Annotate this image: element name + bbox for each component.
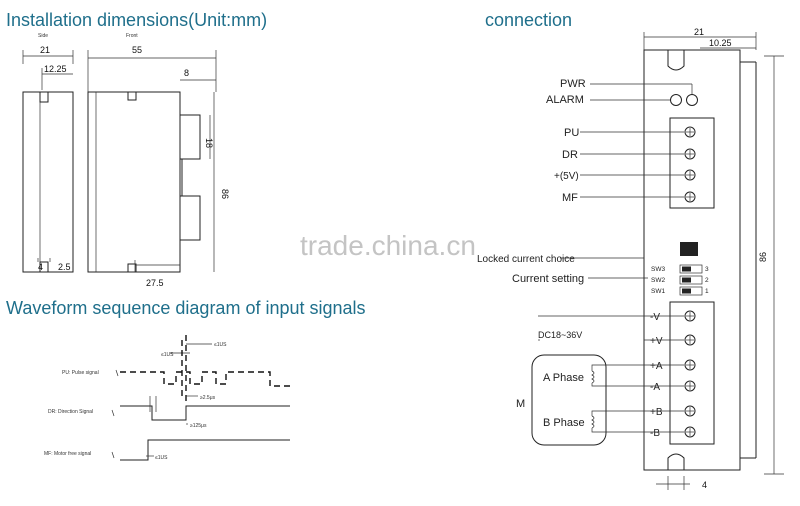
motor-m-label: M: [516, 398, 525, 410]
front-height-dim: 86: [220, 189, 230, 199]
front-height-mid-dim: 18: [204, 138, 214, 148]
t1-label: ≤1US: [214, 342, 227, 348]
current-setting-label: Current setting: [512, 273, 584, 285]
minus-v-label: -V: [650, 312, 660, 323]
waveform-heading: Waveform sequence diagram of input signa…: [6, 298, 366, 318]
conn-bottom-dim: 4: [702, 480, 707, 490]
front-width-dim: 55: [132, 45, 142, 55]
signal-terminal-block: [669, 117, 715, 209]
side-view: Side 21 12.25 4 2.5: [22, 33, 74, 273]
plus-a-label: +A: [650, 361, 663, 372]
lock-switch: [680, 242, 698, 256]
pwr-label: PWR: [560, 78, 586, 90]
side-body: [22, 91, 74, 273]
minus-b-label: -B: [650, 428, 660, 439]
b-coil-icon: [591, 415, 595, 429]
conn-width-dim: 21: [694, 27, 704, 37]
pu-waveform: [120, 371, 290, 387]
dc-supply-label: DC18~36V: [538, 330, 582, 340]
side-width-dim: 21: [40, 45, 50, 55]
mf-waveform: [120, 439, 290, 461]
front-right-dim: 8: [184, 68, 189, 78]
sw1-num: 1: [705, 288, 709, 295]
sw3-label: SW3: [651, 266, 665, 273]
bottom-front-dim: 27.5: [146, 278, 164, 288]
side-view-label: Side: [38, 33, 48, 39]
front-view: Front 55 8 18 86 27.5: [87, 33, 230, 288]
pu-label: PU: [564, 127, 579, 139]
conn-offset-dim: 10.25: [709, 38, 732, 48]
signal-screw-icons: [684, 126, 696, 203]
connection-heading: connection: [485, 10, 572, 30]
power-screw-icons: [684, 310, 696, 438]
waveform-diagram: PU: Pulse signal DR: Direction Signal MF…: [44, 335, 290, 461]
alarm-label: ALARM: [546, 94, 584, 106]
mf-signal-label: MF: Motor free signal: [44, 451, 91, 457]
bottom-left-dim-1: 4: [38, 262, 43, 272]
plus-v-label: +V: [650, 336, 663, 347]
conn-height-dim: 86: [758, 252, 768, 262]
pu-signal-label: PU: Pulse signal: [62, 370, 99, 376]
alarm-led-icon: [670, 94, 682, 106]
driver-housing: [643, 49, 741, 471]
t5-label: ≤1US: [155, 455, 168, 461]
minus-a-label: -A: [650, 382, 660, 393]
locked-current-label: Locked current choice: [477, 254, 575, 265]
a-phase-label: A Phase: [543, 372, 584, 384]
installation-heading: Installation dimensions(Unit:mm): [6, 10, 267, 30]
plus-b-label: +B: [650, 407, 663, 418]
dr-waveform: [120, 405, 290, 421]
sw3-num: 3: [705, 266, 709, 273]
connection-drawing: 21 10.25 86 4 PWR ALARM: [477, 27, 784, 490]
watermark-text: trade.china.cn: [300, 230, 476, 261]
t4-label: ≥125μs: [190, 423, 207, 429]
b-phase-label: B Phase: [543, 417, 585, 429]
a-coil-icon: [591, 370, 595, 384]
sw1-label: SW1: [651, 288, 665, 295]
power-terminal-block: [669, 301, 715, 445]
dr-signal-label: DR: Direction Signal: [48, 409, 93, 415]
pwr-led-icon: [686, 94, 698, 106]
mf-label: MF: [562, 192, 578, 204]
t3-label: ≥2.5μs: [200, 395, 216, 401]
sw2-label: SW2: [651, 277, 665, 284]
dip-switches: [679, 264, 703, 296]
motor-outline: [531, 354, 607, 446]
bottom-left-dim-2: 2.5: [58, 262, 71, 272]
dr-label: DR: [562, 149, 578, 161]
sw2-num: 2: [705, 277, 709, 284]
front-body: [87, 91, 181, 273]
front-view-label: Front: [126, 33, 138, 39]
t2-label: ≤1US: [161, 352, 174, 358]
v5-label: +(5V): [554, 171, 579, 182]
side-offset-dim: 12.25: [44, 64, 67, 74]
